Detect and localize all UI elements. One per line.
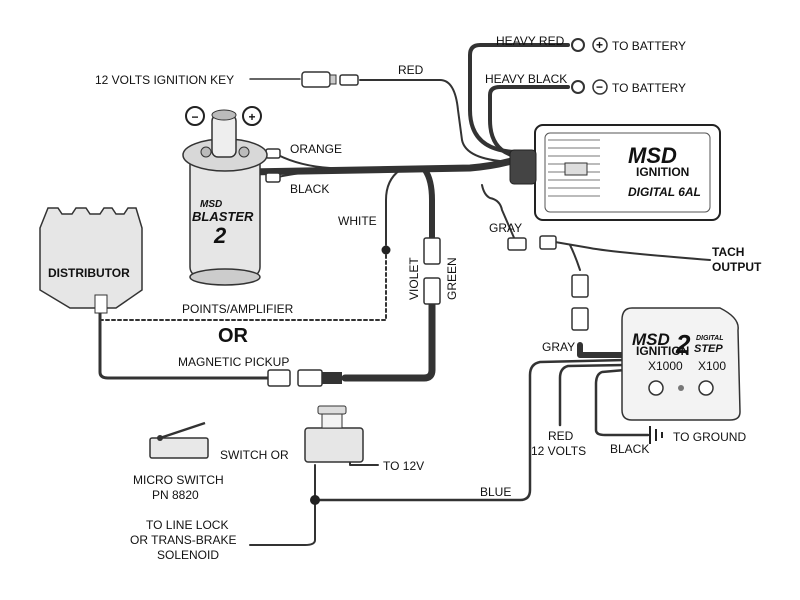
to-battery-neg-label: TO BATTERY (612, 81, 686, 95)
magnetic-pickup-wire (98, 303, 272, 380)
blue-junction-dot (310, 495, 320, 505)
battery-ring-terminal-neg (571, 79, 608, 95)
digital-2-step-module: MSD IGNITION 2 DIGITAL STEP X1000 X100 (621, 307, 741, 421)
orange-wire (277, 154, 331, 169)
to-ground-label: TO GROUND (673, 430, 746, 444)
distributor (39, 207, 143, 314)
micro-switch-label-2: PN 8820 (152, 488, 199, 502)
tach-output-label-2: OUTPUT (712, 260, 762, 274)
tach-wire (554, 241, 711, 261)
gray-bottom-label: GRAY (542, 340, 575, 354)
labels: HEAVY RED + TO BATTERY HEAVY BLACK − TO … (48, 34, 762, 562)
red-ignition-wire (359, 79, 513, 163)
heavy-red-label: HEAVY RED (496, 34, 565, 48)
heavy-black-label: HEAVY BLACK (485, 72, 567, 86)
coil-terminal-connectors (265, 148, 281, 183)
black-ground-wire (594, 368, 650, 437)
red-12v-label-1: RED (548, 429, 574, 443)
center-screw-icon (678, 385, 684, 391)
ground-symbol (649, 426, 663, 444)
line-lock-label-3: SOLENOID (157, 548, 219, 562)
step-gray-connectors (571, 274, 589, 331)
tach-output-label-1: TACH (712, 245, 744, 259)
black-ground-label: BLACK (610, 442, 649, 456)
black-wire (277, 170, 331, 178)
wires (98, 43, 711, 546)
connectors (265, 37, 608, 387)
gray-step-lower (577, 342, 628, 358)
violet-green-connectors (423, 237, 441, 305)
heavy-red-wire (468, 43, 570, 154)
step-model-num: 2 (675, 329, 691, 359)
to-battery-pos-label: TO BATTERY (612, 39, 686, 53)
6al-model: DIGITAL 6AL (628, 185, 701, 199)
coil-2: 2 (213, 223, 227, 248)
6al-brand: MSD (628, 143, 677, 168)
orange-label: ORANGE (290, 142, 342, 156)
white-wire (385, 169, 401, 246)
blaster-2-coil: − + MSD BLASTER 2 (182, 106, 268, 286)
step-dial-x100-label: X100 (698, 359, 726, 373)
battery-plus-symbol: + (596, 38, 603, 52)
distributor-label: DISTRIBUTOR (48, 266, 130, 280)
step-model-word-1: DIGITAL (696, 335, 723, 342)
x1000-dial-icon (648, 380, 664, 396)
gray-to-step-wire (569, 244, 581, 271)
main-harness (246, 156, 519, 176)
green-label: GREEN (445, 257, 459, 300)
blue-label: BLUE (480, 485, 511, 499)
violet-green-wire (422, 167, 435, 243)
6al-sub-brand: IGNITION (636, 165, 689, 179)
coil-positive-terminal-icon (242, 106, 262, 126)
red-12v-wire (558, 363, 627, 427)
ignition-key-label: 12 VOLTS IGNITION KEY (95, 73, 234, 87)
toggle-switch (304, 405, 364, 463)
magnetic-pickup-connector (267, 369, 342, 387)
coil-blaster: BLASTER (192, 209, 254, 224)
violet-label: VIOLET (407, 257, 421, 300)
x100-dial-icon (698, 380, 714, 396)
coil-brand: MSD (200, 199, 222, 210)
blue-wire (313, 358, 627, 502)
step-sub-brand: IGNITION (636, 344, 689, 358)
points-amplifier-label: POINTS/AMPLIFIER (182, 302, 294, 316)
gray-top-label: GRAY (489, 221, 522, 235)
gray-top-wire (481, 184, 516, 241)
battery-ring-terminal-pos (571, 37, 608, 53)
violet-green-lower (341, 301, 436, 382)
red-12v-label-2: 12 VOLTS (531, 444, 586, 458)
ignition-key-connector (301, 71, 359, 88)
or-label: OR (218, 325, 249, 347)
step-dial-x1000-label: X1000 (648, 359, 683, 373)
heavy-black-wire (488, 85, 570, 158)
to-12v-label: TO 12V (383, 459, 424, 473)
micro-switch-label-1: MICRO SWITCH (133, 473, 224, 487)
line-lock-label-1: TO LINE LOCK (146, 518, 228, 532)
coil-negative-terminal-icon (185, 106, 205, 126)
gray-connectors (507, 235, 557, 251)
switch-down-wire (249, 464, 316, 546)
micro-switch (149, 421, 209, 459)
msd-6al-box: MSD IGNITION DIGITAL 6AL (509, 124, 721, 221)
red-label: RED (398, 63, 424, 77)
coil-plus-symbol: + (248, 110, 255, 124)
coil-minus-symbol: − (191, 110, 198, 124)
switch-or-label: SWITCH OR (220, 448, 289, 462)
magnetic-pickup-label: MAGNETIC PICKUP (178, 355, 289, 369)
points-dotted-wire (99, 254, 387, 321)
step-model-word-2: STEP (694, 343, 723, 355)
battery-minus-symbol: − (596, 80, 603, 94)
white-label: WHITE (338, 214, 377, 228)
line-lock-label-2: OR TRANS-BRAKE (130, 533, 236, 547)
white-junction-dot (381, 245, 391, 255)
step-brand: MSD (632, 330, 670, 349)
black-label: BLACK (290, 182, 329, 196)
